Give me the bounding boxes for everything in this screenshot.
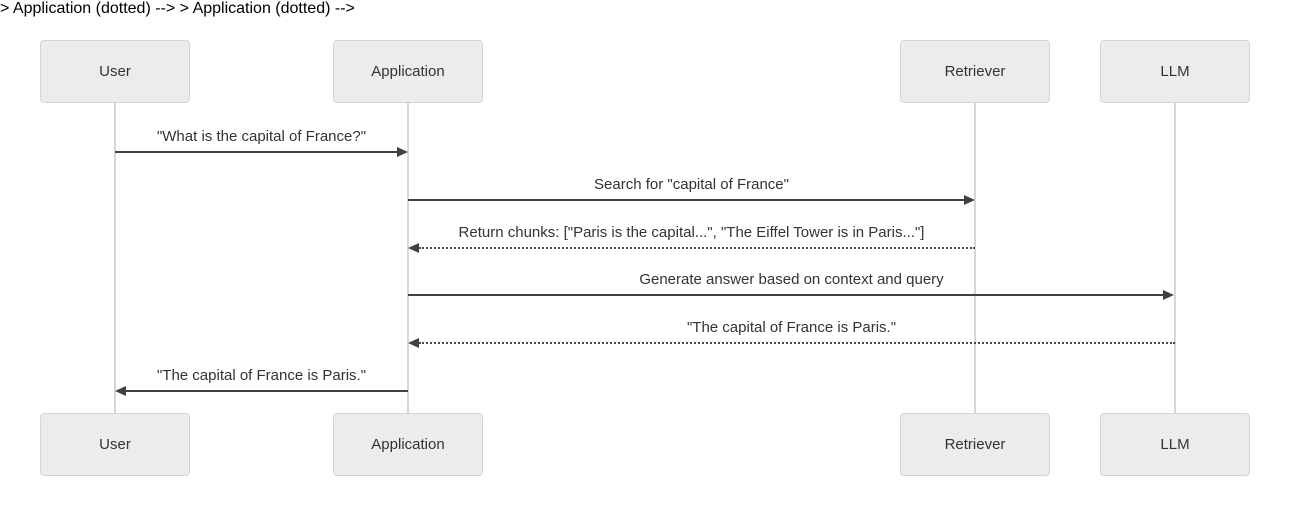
message-2-label: Search for "capital of France" [594, 176, 789, 193]
message-2-line [408, 199, 966, 201]
arrowhead-left-icon [408, 243, 419, 253]
actor-retriever-label: Retriever [944, 63, 1006, 80]
arrowhead-left-icon [115, 386, 126, 396]
message-5-line [419, 342, 1175, 344]
actor-application-top: Application [333, 40, 483, 103]
actor-llm-label: LLM [1160, 63, 1190, 80]
message-1-line [115, 151, 399, 153]
message-3-line [419, 247, 975, 249]
actor-llm-bottom: LLM [1100, 413, 1250, 476]
lifeline-user [114, 103, 116, 413]
actor-retriever-bottom: Retriever [900, 413, 1050, 476]
actor-llm-top: LLM [1100, 40, 1250, 103]
arrowhead-right-icon [964, 195, 975, 205]
lifeline-llm [1174, 103, 1176, 413]
message-4-label: Generate answer based on context and que… [639, 271, 944, 288]
actor-user-top: User [40, 40, 190, 103]
actor-application-label: Application [371, 436, 445, 453]
message-3-label: Return chunks: ["Paris is the capital...… [458, 224, 925, 241]
lifeline-application [407, 103, 409, 413]
actor-user-bottom: User [40, 413, 190, 476]
actor-llm-label: LLM [1160, 436, 1190, 453]
message-1-label: "What is the capital of France?" [156, 128, 367, 145]
message-6-label: "The capital of France is Paris." [156, 367, 367, 384]
message-5-label: "The capital of France is Paris." [686, 319, 897, 336]
actor-retriever-label: Retriever [944, 436, 1006, 453]
arrowhead-left-icon [408, 338, 419, 348]
actor-user-label: User [99, 436, 131, 453]
actor-retriever-top: Retriever [900, 40, 1050, 103]
message-4-line [408, 294, 1166, 296]
actor-user-label: User [99, 63, 131, 80]
lifeline-retriever [974, 103, 976, 413]
actor-application-label: Application [371, 63, 445, 80]
arrowhead-right-icon [1163, 290, 1174, 300]
actor-application-bottom: Application [333, 413, 483, 476]
message-6-line [126, 390, 408, 392]
arrowhead-right-icon [397, 147, 408, 157]
